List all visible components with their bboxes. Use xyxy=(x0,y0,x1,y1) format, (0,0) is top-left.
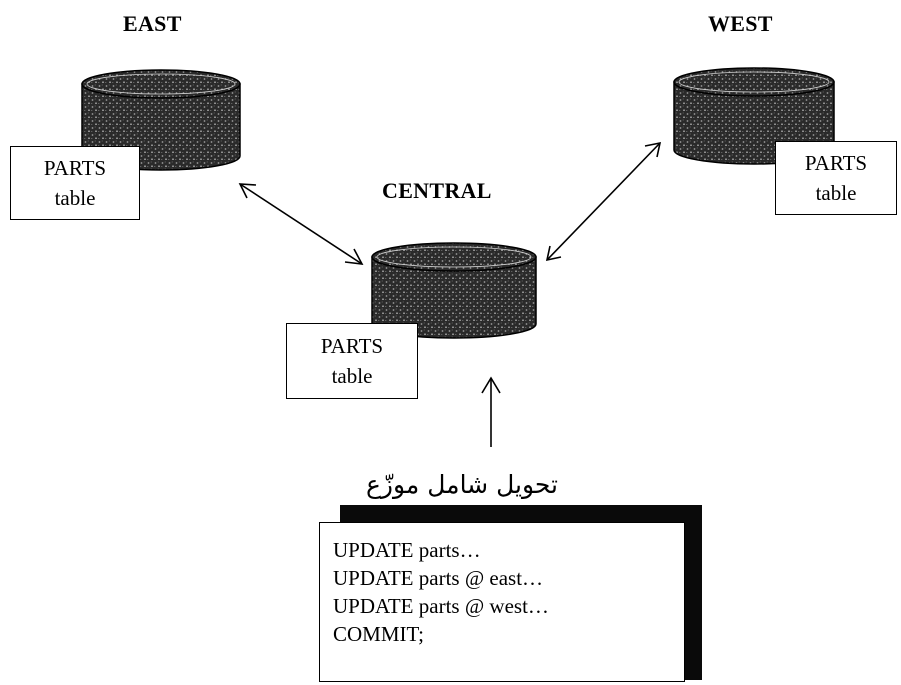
sql-statement: COMMIT; xyxy=(333,622,425,646)
east-parts-table-name: PARTS xyxy=(43,156,107,180)
sql-statement: UPDATE parts… xyxy=(333,538,481,562)
sql-statement: UPDATE parts @ east… xyxy=(333,566,544,590)
central-database-icon xyxy=(371,242,537,339)
central-parts-table: PARTS table xyxy=(286,323,418,399)
west-central-arrow xyxy=(545,141,662,262)
east-central-arrow xyxy=(238,183,364,265)
east-parts-table-label: table xyxy=(54,186,96,210)
transaction-central-arrow xyxy=(481,376,501,447)
east-title: EAST xyxy=(123,11,182,36)
central-parts-table-label: table xyxy=(331,364,373,388)
west-parts-table-label: table xyxy=(815,181,857,205)
east-parts-table: PARTS table xyxy=(10,146,140,220)
west-title: WEST xyxy=(708,11,773,36)
west-parts-table: PARTS table xyxy=(775,141,897,215)
sql-statement: UPDATE parts @ west… xyxy=(333,594,549,618)
west-parts-table-name: PARTS xyxy=(804,151,868,175)
central-parts-table-name: PARTS xyxy=(320,334,384,358)
central-title: CENTRAL xyxy=(382,178,492,203)
sql-statements-box: UPDATE parts… UPDATE parts @ east… UPDAT… xyxy=(319,522,685,682)
distributed-transaction-caption: تحويل شامل موزّع xyxy=(366,470,558,499)
